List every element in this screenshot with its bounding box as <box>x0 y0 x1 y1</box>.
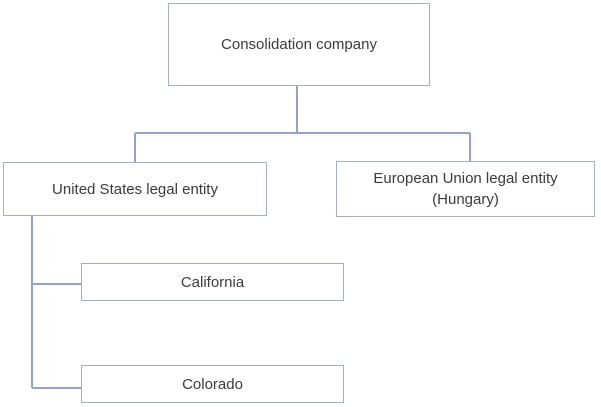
node-united-states-legal-entity-label: United States legal entity <box>52 180 218 198</box>
node-consolidation-company-label: Consolidation company <box>221 36 377 53</box>
node-consolidation-company: Consolidation company <box>168 3 430 86</box>
node-european-union-legal-entity-sublabel: (Hungary) <box>432 191 499 208</box>
node-colorado: Colorado <box>81 365 344 403</box>
node-european-union-legal-entity: European Union legal entity (Hungary) <box>336 161 595 217</box>
node-colorado-label: Colorado <box>182 375 243 393</box>
node-united-states-legal-entity: United States legal entity <box>3 162 267 216</box>
node-california-label: California <box>180 273 245 291</box>
node-european-union-legal-entity-label: European Union legal entity <box>373 170 558 187</box>
node-california: California <box>81 263 344 301</box>
connector-us-to-children <box>31 215 81 389</box>
connector-top-to-level2 <box>134 86 471 163</box>
